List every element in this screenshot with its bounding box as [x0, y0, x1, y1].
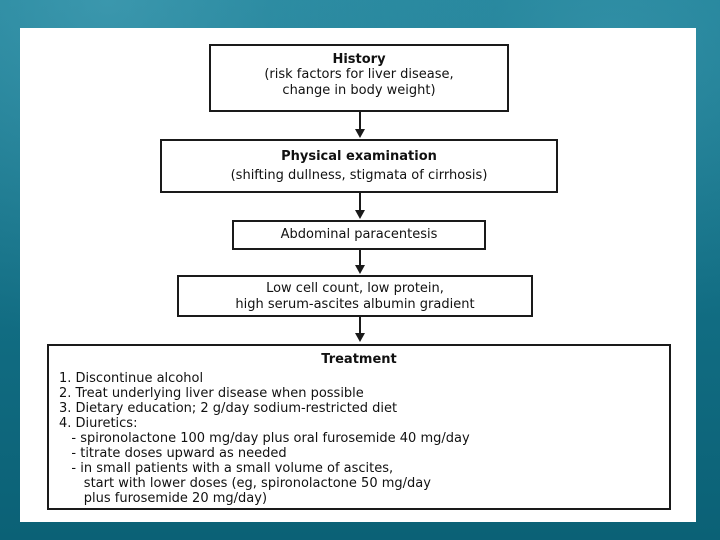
treatment-item-discontinue-alcohol: 1. Discontinue alcohol — [59, 371, 204, 386]
physical-exam-box: Physical examination (shifting dullness,… — [160, 139, 558, 193]
history-detail-line1: (risk factors for liver disease, — [264, 67, 454, 82]
treatment-box: Treatment 1. Discontinue alcohol 2. Trea… — [47, 344, 671, 510]
slide-canvas: History (risk factors for liver disease,… — [20, 28, 696, 522]
treatment-item-treat-underlying: 2. Treat underlying liver disease when p… — [59, 386, 364, 401]
physical-exam-detail: (shifting dullness, stigmata of cirrhosi… — [230, 168, 488, 183]
treatment-list: 1. Discontinue alcohol 2. Treat underlyi… — [59, 371, 659, 506]
paracentesis-label: Abdominal paracentesis — [280, 227, 438, 242]
findings-line1: Low cell count, low protein, — [266, 281, 444, 296]
treatment-title: Treatment — [321, 352, 397, 367]
treatment-item-dietary-education: 3. Dietary education; 2 g/day sodium-res… — [59, 401, 398, 416]
physical-exam-title: Physical examination — [281, 149, 437, 164]
paracentesis-box: Abdominal paracentesis — [232, 220, 486, 250]
findings-line2: high serum-ascites albumin gradient — [235, 297, 475, 312]
treatment-subitem-spironolactone: - spironolactone 100 mg/day plus oral fu… — [59, 431, 470, 446]
history-box: History (risk factors for liver disease,… — [209, 44, 509, 112]
history-title: History — [332, 52, 386, 67]
treatment-subitem-furosemide: plus furosemide 20 mg/day) — [59, 491, 268, 506]
treatment-subitem-lower-doses: start with lower doses (eg, spironolacto… — [59, 476, 431, 491]
treatment-item-diuretics: 4. Diuretics: — [59, 416, 138, 431]
findings-box: Low cell count, low protein, high serum-… — [177, 275, 533, 317]
treatment-subitem-small-patients: - in small patients with a small volume … — [59, 461, 394, 476]
history-detail-line2: change in body weight) — [282, 83, 436, 98]
treatment-subitem-titrate: - titrate doses upward as needed — [59, 446, 287, 461]
